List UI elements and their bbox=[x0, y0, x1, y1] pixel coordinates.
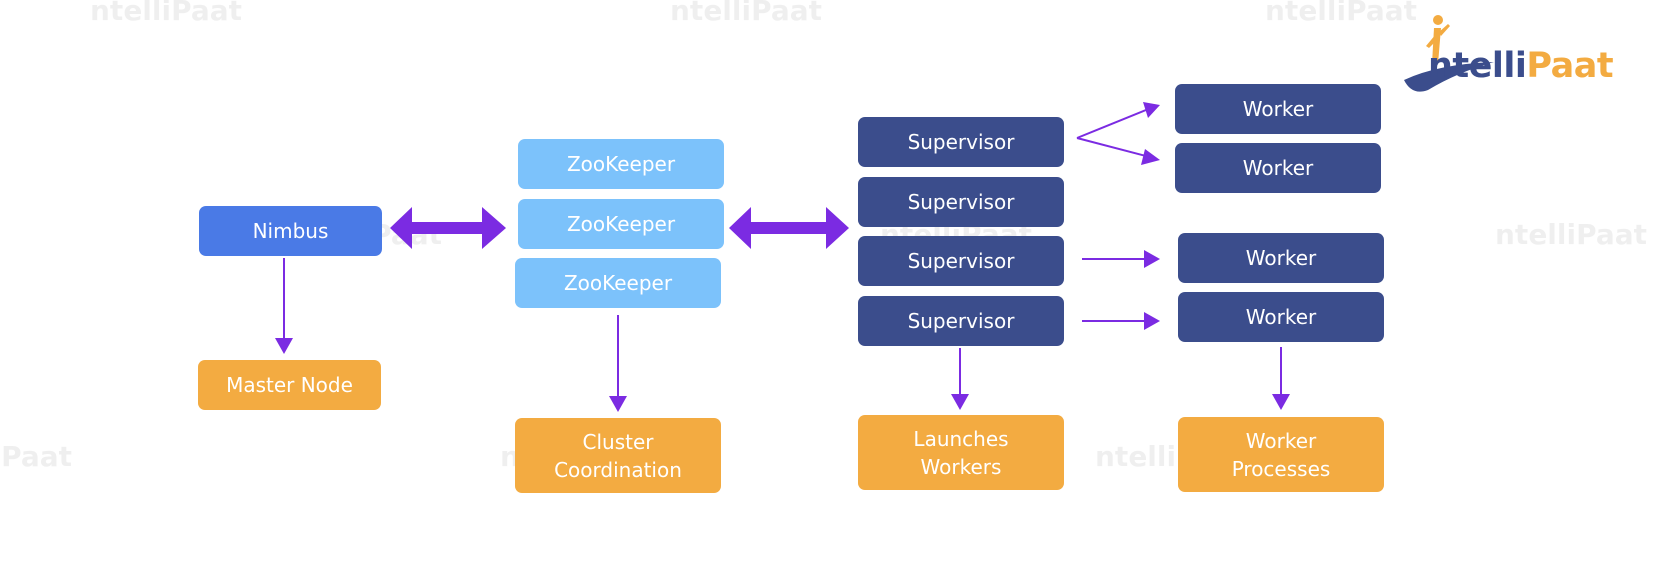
zookeeper-label: ZooKeeper bbox=[563, 271, 673, 295]
supervisor-node: Supervisor bbox=[858, 117, 1064, 167]
master-node-box: Master Node bbox=[198, 360, 381, 410]
worker-node: Worker bbox=[1175, 143, 1381, 193]
worker-node: Worker bbox=[1175, 84, 1381, 134]
zookeeper-label: ZooKeeper bbox=[566, 212, 676, 236]
worker-node: Worker bbox=[1178, 292, 1384, 342]
arrowhead bbox=[1144, 250, 1160, 268]
supervisor-node: Supervisor bbox=[858, 236, 1064, 286]
nimbus-label: Nimbus bbox=[252, 219, 329, 243]
worker-label: Worker bbox=[1242, 97, 1314, 121]
intellipaat-logo: ntelliPaat bbox=[1398, 12, 1660, 102]
worker-processes-box: Worker Processes bbox=[1178, 417, 1384, 492]
supervisor-label: Supervisor bbox=[907, 309, 1015, 333]
worker-node: Worker bbox=[1178, 233, 1384, 283]
watermark: ntelliPaat bbox=[1265, 0, 1418, 27]
supervisor-label: Supervisor bbox=[907, 249, 1015, 273]
zookeeper-label: ZooKeeper bbox=[566, 152, 676, 176]
worker-label: Worker bbox=[1242, 156, 1314, 180]
master-node-label: Master Node bbox=[226, 373, 353, 397]
watermark: ntelliPaat bbox=[1495, 218, 1648, 251]
zookeeper-node: ZooKeeper bbox=[515, 258, 721, 308]
logo-figure-icon bbox=[1404, 15, 1494, 92]
supervisor-node: Supervisor bbox=[858, 177, 1064, 227]
launches-workers-label: Launches Workers bbox=[913, 426, 1009, 479]
watermark: ntelliPaat bbox=[90, 0, 243, 27]
zookeeper-node: ZooKeeper bbox=[518, 139, 724, 189]
arrowhead bbox=[1143, 102, 1160, 118]
cluster-coordination-box: Cluster Coordination bbox=[515, 418, 721, 493]
arrowhead bbox=[609, 396, 627, 412]
arrowhead bbox=[1141, 149, 1160, 165]
watermark: ntelliPaat bbox=[670, 0, 823, 27]
launches-workers-box: Launches Workers bbox=[858, 415, 1064, 490]
arrowhead bbox=[1144, 312, 1160, 330]
zookeeper-supervisor-double-arrow bbox=[729, 207, 849, 249]
nimbus-zookeeper-double-arrow bbox=[390, 207, 506, 249]
watermark: ntelliPaat bbox=[0, 440, 73, 473]
worker-label: Worker bbox=[1245, 246, 1317, 270]
worker-processes-label: Worker Processes bbox=[1231, 428, 1331, 481]
supervisor-label: Supervisor bbox=[907, 130, 1015, 154]
arrowhead bbox=[275, 338, 293, 354]
supervisor-label: Supervisor bbox=[907, 190, 1015, 214]
logo-wordmark: ntelliPaat bbox=[1428, 46, 1614, 86]
zookeeper-node: ZooKeeper bbox=[518, 199, 724, 249]
cluster-coordination-label: Cluster Coordination bbox=[554, 429, 682, 482]
nimbus-node: Nimbus bbox=[199, 206, 382, 256]
supervisor-node: Supervisor bbox=[858, 296, 1064, 346]
arrowhead bbox=[951, 394, 969, 410]
supervisor-fork-lower-arrow bbox=[1076, 137, 1147, 157]
supervisor-fork-upper-arrow bbox=[1076, 109, 1147, 139]
arrowhead bbox=[1272, 394, 1290, 410]
worker-label: Worker bbox=[1245, 305, 1317, 329]
